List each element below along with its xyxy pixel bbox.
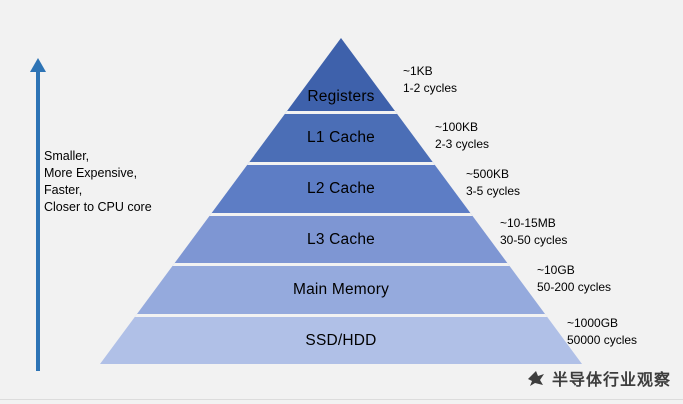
level-label: SSD/HDD: [305, 331, 377, 349]
pyramid-level-ssd-hdd: SSD/HDD: [100, 314, 582, 364]
pyramid-level-l1-cache: L1 Cache: [100, 111, 582, 162]
annotation-main-memory: ~10GB 50-200 cycles: [537, 262, 611, 296]
annotation-l1-cache: ~100KB 2-3 cycles: [435, 119, 489, 153]
annotation-size: ~10-15MB: [500, 216, 556, 230]
note-line: More Expensive,: [44, 166, 138, 180]
up-arrow: [30, 58, 46, 373]
hierarchy-direction-note: Smaller, More Expensive, Faster, Closer …: [44, 148, 152, 216]
annotation-l3-cache: ~10-15MB 30-50 cycles: [500, 215, 567, 249]
level-label: L1 Cache: [307, 129, 375, 146]
level-label: Registers: [307, 88, 375, 105]
annotation-latency: 3-5 cycles: [466, 184, 521, 198]
note-line: Smaller,: [44, 149, 90, 163]
annotation-latency: 50-200 cycles: [537, 280, 612, 294]
annotation-size: ~100KB: [435, 120, 479, 134]
level-label: L2 Cache: [307, 180, 375, 197]
watermark: 半导体行业观察: [526, 366, 671, 390]
watermark-text: 半导体行业观察: [551, 372, 671, 389]
up-arrow-head-icon: [30, 58, 46, 72]
up-arrow-shaft: [36, 71, 40, 371]
annotation-latency: 30-50 cycles: [500, 233, 568, 247]
annotation-size: ~500KB: [466, 167, 510, 181]
annotation-ssd-hdd: ~1000GB 50000 cycles: [567, 315, 637, 349]
annotation-l2-cache: ~500KB 3-5 cycles: [466, 166, 520, 200]
annotation-registers: ~1KB 1-2 cycles: [403, 63, 457, 97]
annotation-size: ~1KB: [403, 64, 433, 78]
brand-logo-icon: [527, 371, 544, 386]
bottom-divider: [0, 399, 683, 400]
level-label: Main Memory: [292, 281, 390, 298]
annotation-latency: 50000 cycles: [567, 333, 638, 347]
annotation-size: ~1000GB: [567, 316, 619, 330]
annotation-latency: 2-3 cycles: [435, 137, 490, 151]
pyramid-level-main-memory: Main Memory: [100, 263, 582, 314]
level-label: L3 Cache: [307, 230, 375, 248]
pyramid-level-registers: Registers: [100, 38, 582, 111]
annotation-latency: 1-2 cycles: [403, 81, 458, 95]
note-line: Faster,: [44, 183, 83, 197]
memory-pyramid: Registers L1 Cache L2 Cache L3 Cache Mai…: [100, 38, 582, 364]
note-line: Closer to CPU core: [44, 200, 152, 214]
annotation-size: ~10GB: [537, 263, 575, 277]
